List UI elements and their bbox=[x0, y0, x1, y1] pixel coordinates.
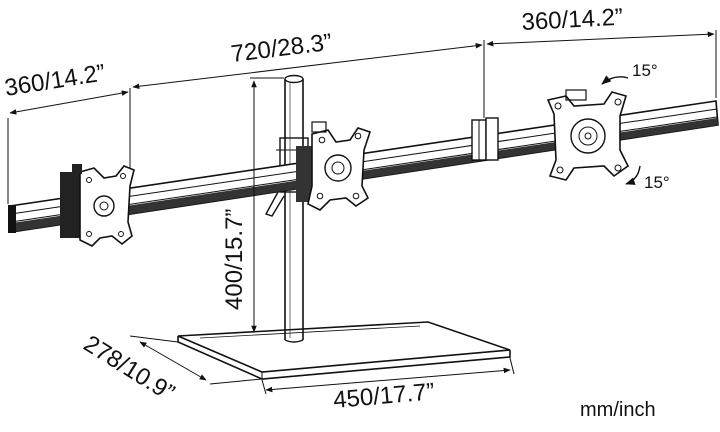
tilt-down-angle: 15° bbox=[644, 173, 670, 192]
center-vesa-plate-icon bbox=[296, 121, 372, 211]
dimension-lines bbox=[7, 30, 717, 395]
tilt-down-arrow-icon bbox=[625, 165, 641, 185]
total-width-dimension: 720/28.3” bbox=[229, 29, 333, 68]
tilt-up-angle: 15° bbox=[632, 61, 658, 80]
pole-height-dimension: 400/15.7” bbox=[221, 209, 248, 310]
left-arm-dimension: 360/14.2” bbox=[3, 59, 107, 102]
tilt-up-arrow-icon bbox=[601, 75, 629, 85]
support-pole bbox=[284, 74, 304, 343]
right-arm-dimension: 360/14.2” bbox=[521, 4, 624, 36]
units-label: mm/inch bbox=[580, 399, 656, 421]
base-depth-dimension: 278/10.9” bbox=[79, 330, 179, 407]
left-vesa-plate-icon bbox=[60, 164, 135, 247]
right-vesa-plate-icon bbox=[546, 89, 630, 181]
base-plate bbox=[177, 321, 511, 380]
